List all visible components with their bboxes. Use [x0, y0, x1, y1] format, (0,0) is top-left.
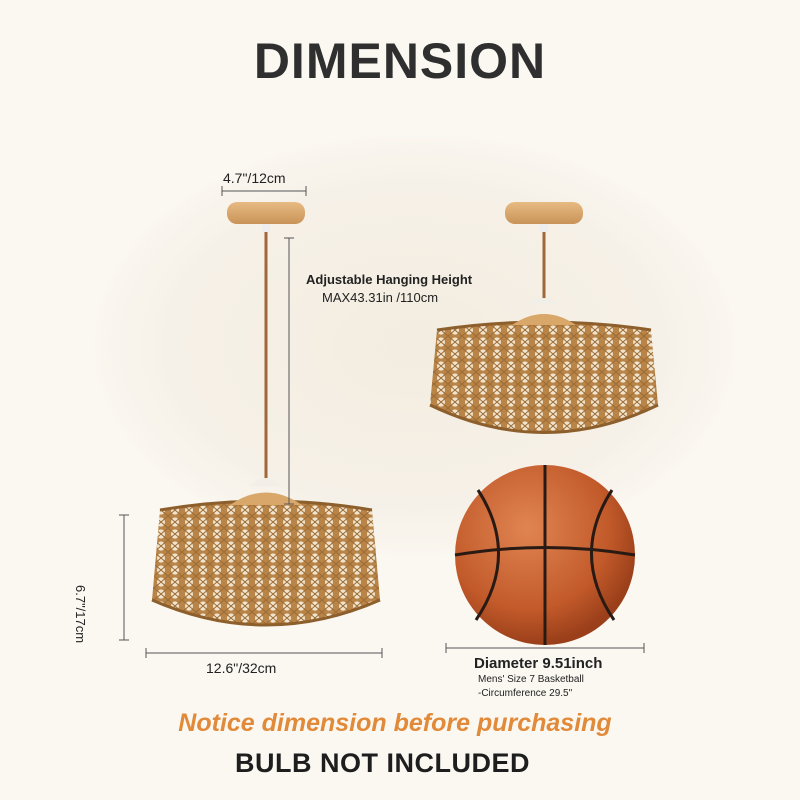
left-canopy: [227, 202, 305, 224]
right-canopy: [505, 202, 583, 224]
bulb-not-included-text: BULB NOT INCLUDED: [235, 748, 530, 778]
notice-text: Notice dimension before purchasing: [178, 709, 612, 737]
shade-height-label: 6.7"/17cm: [73, 585, 88, 644]
hanging-height-value: MAX43.31in /110cm: [322, 290, 439, 305]
canopy-width-label: 4.7"/12cm: [223, 170, 286, 186]
hanging-height-line: [284, 237, 294, 505]
shade-height-line: [119, 514, 129, 641]
right-shade: [430, 322, 658, 433]
right-lamp: [429, 202, 659, 434]
basketball-image: [454, 465, 636, 645]
diameter-label: Diameter 9.51inch: [474, 655, 603, 672]
left-shade: [152, 501, 380, 625]
hanging-height-title: Adjustable Hanging Height: [306, 272, 473, 287]
canopy-width-line: [221, 186, 307, 196]
diameter-line: [445, 643, 645, 653]
left-lamp: [151, 202, 381, 627]
shade-width-label: 12.6"/32cm: [206, 660, 277, 676]
shade-width-line: [145, 648, 383, 658]
circumference-label: -Circumference 29.5": [478, 688, 573, 699]
basketball-size-label: Mens' Size 7 Basketball: [478, 674, 584, 685]
page-title: DIMENSION: [253, 33, 547, 89]
